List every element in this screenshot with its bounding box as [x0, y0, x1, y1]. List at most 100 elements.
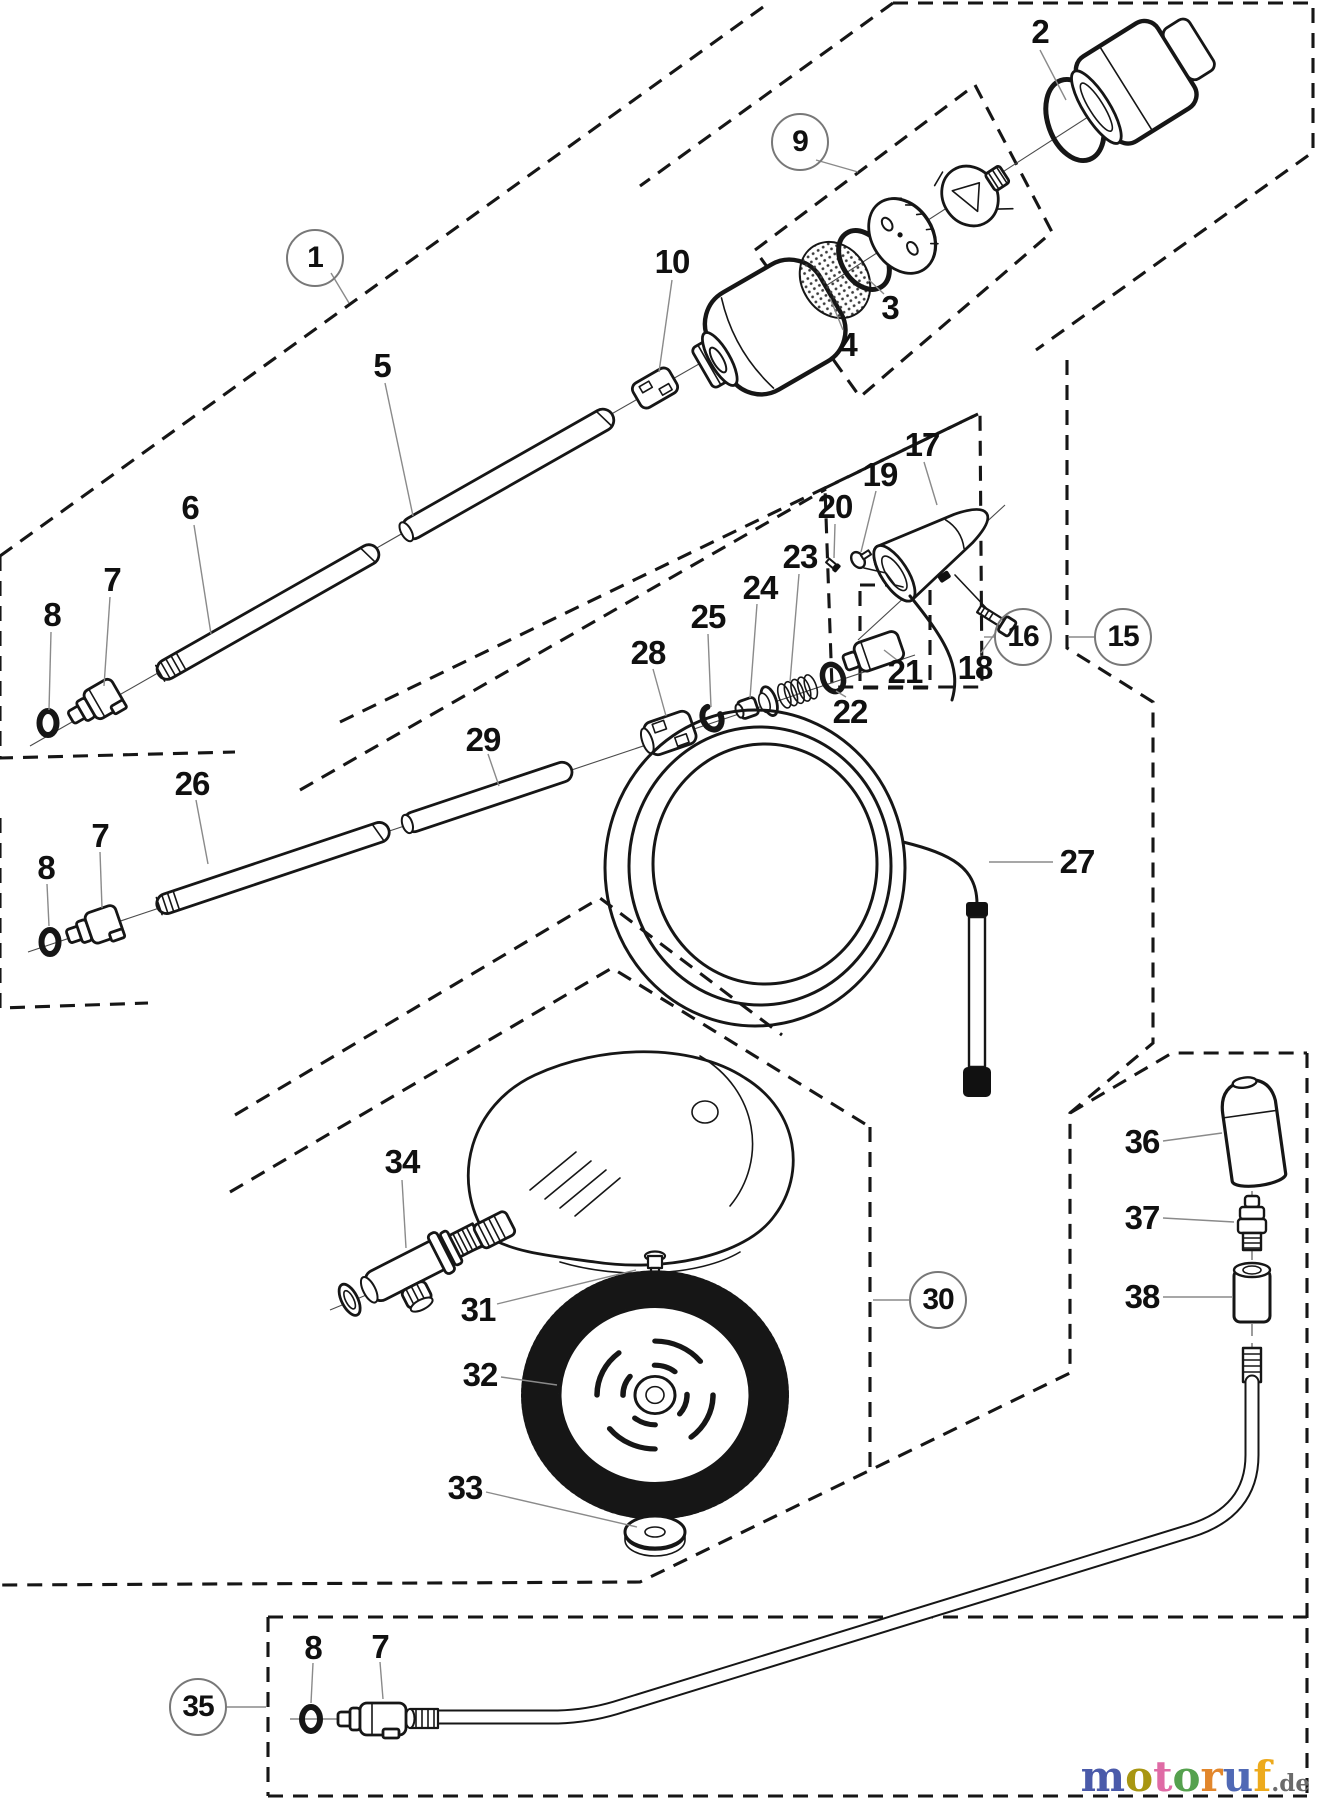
callout-33: 33	[447, 1469, 484, 1506]
leader-24	[749, 603, 758, 699]
callout-17: 17	[904, 426, 941, 463]
piston-21	[841, 630, 906, 673]
callout-10: 10	[654, 243, 691, 280]
callout-3: 3	[881, 289, 899, 326]
impeller	[933, 164, 1014, 228]
filter-screen-4	[798, 240, 872, 320]
callout-27: 27	[1059, 843, 1096, 880]
callout-35: 35	[169, 1678, 227, 1736]
leader-7b	[99, 851, 103, 909]
callout-38: 38	[1124, 1278, 1161, 1315]
leader-21	[883, 649, 898, 661]
logo-letter: o	[1125, 1752, 1154, 1800]
leader-4	[829, 297, 844, 331]
lance-2-assembly	[38, 508, 1018, 957]
logo-letter: u	[1222, 1752, 1254, 1800]
callout-28: 28	[630, 634, 667, 671]
sleeve-10	[630, 366, 680, 410]
rotor-nozzle-kit-9	[798, 17, 1216, 320]
callout-8b: 8	[37, 849, 55, 886]
callout-26: 26	[174, 765, 211, 802]
logo-letter: m	[1080, 1752, 1126, 1800]
leader-28	[652, 668, 667, 717]
washer-33	[623, 1514, 687, 1557]
coupling-nut-28	[639, 709, 698, 757]
leader-26	[195, 799, 209, 865]
lance-tube-5	[398, 407, 616, 543]
callout-8a: 8	[43, 596, 61, 633]
leader-5	[384, 382, 414, 517]
callout-18: 18	[957, 649, 994, 686]
fitting-37	[1236, 1194, 1268, 1252]
motoruf-logo: motoruf.de	[1081, 1756, 1310, 1798]
callout-4: 4	[839, 326, 857, 363]
screw-19	[849, 549, 873, 570]
nozzle-cap	[1070, 17, 1216, 146]
callout-2: 2	[1031, 13, 1049, 50]
callout-15: 15	[1094, 608, 1152, 666]
o-ring-8c	[299, 1704, 323, 1734]
leader-32	[500, 1376, 558, 1386]
lance-tube-6	[154, 543, 381, 682]
leader-8a	[48, 631, 52, 711]
callout-1: 1	[286, 229, 344, 287]
callout-25: 25	[690, 598, 727, 635]
callout-6: 6	[181, 489, 199, 526]
sleeve-38	[1232, 1261, 1272, 1324]
logo-letter: f	[1253, 1752, 1272, 1800]
leader-8c	[310, 1662, 314, 1704]
callout-19: 19	[862, 456, 899, 493]
logo-letter: r	[1200, 1752, 1223, 1800]
lance-tube-29	[400, 760, 574, 835]
quick-coupler-7b	[65, 904, 127, 945]
leader-31	[496, 1269, 637, 1305]
brush-assembly-30	[337, 1050, 795, 1557]
leader-34	[401, 1179, 407, 1249]
o-ring-22	[819, 661, 847, 695]
callout-8c: 8	[304, 1629, 322, 1666]
callout-34: 34	[384, 1143, 421, 1180]
quick-coupler-7a	[67, 677, 128, 725]
callout-9: 9	[771, 113, 829, 171]
o-ring-8a	[36, 708, 60, 738]
callout-5: 5	[373, 347, 391, 384]
underbody-lance-parts	[299, 1076, 1288, 1740]
leader-7a	[103, 596, 111, 687]
leader-29	[487, 753, 500, 787]
leader-37	[1162, 1217, 1235, 1223]
motoruf-domain-suffix: .de	[1271, 1770, 1310, 1797]
callout-30: 30	[909, 1271, 967, 1329]
logo-letter: t	[1153, 1752, 1173, 1800]
leader-6	[193, 524, 212, 635]
grip-cone-17	[872, 508, 990, 603]
callout-21: 21	[887, 653, 924, 690]
brush-housing	[466, 1050, 795, 1274]
leader-18	[980, 631, 997, 654]
motoruf-wordmark: motoruf	[1081, 1752, 1272, 1800]
logo-letter: o	[1172, 1752, 1201, 1800]
callout-32: 32	[462, 1356, 499, 1393]
callout-7a: 7	[103, 561, 121, 598]
quick-coupler-7c	[336, 1701, 408, 1740]
leader-36	[1162, 1132, 1223, 1142]
rotor-disc	[867, 197, 939, 275]
o-ring-8b	[38, 927, 62, 957]
callout-37: 37	[1124, 1199, 1161, 1236]
set-screw-20	[825, 557, 841, 573]
brush-disc-32	[521, 1270, 789, 1520]
hose-27	[603, 594, 991, 1097]
leader-9	[815, 159, 859, 173]
callout-29: 29	[465, 721, 502, 758]
leader-7c	[379, 1661, 384, 1700]
tube-thread-end	[404, 1707, 440, 1730]
leader-19	[860, 490, 877, 553]
callout-36: 36	[1124, 1123, 1161, 1160]
callout-16: 16	[994, 608, 1052, 666]
spring-23	[757, 674, 819, 717]
lance-tube-26	[155, 821, 391, 916]
leader-25	[707, 633, 712, 708]
callout-20: 20	[817, 488, 854, 525]
